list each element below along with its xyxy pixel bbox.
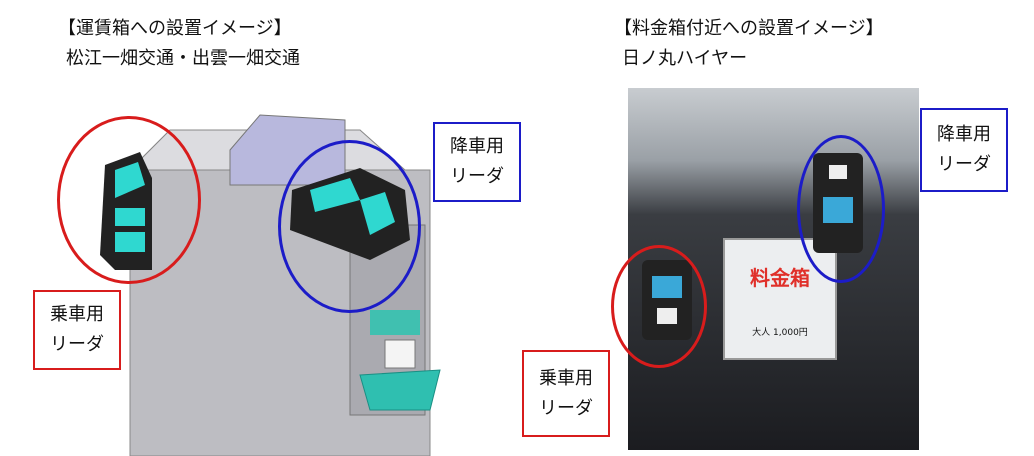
right-boarding-reader-label: 乗車用 リーダ bbox=[522, 350, 610, 437]
label-line: 乗車用 bbox=[50, 304, 104, 325]
label-line: リーダ bbox=[50, 334, 104, 355]
left-alighting-reader-label: 降車用 リーダ bbox=[433, 122, 521, 202]
left-subtitle: 松江一畑交通・出雲一畑交通 bbox=[66, 48, 300, 69]
photo-boarding-highlight bbox=[611, 245, 707, 368]
alighting-reader-highlight bbox=[278, 140, 421, 313]
label-line: リーダ bbox=[539, 397, 593, 419]
label-line: 降車用 bbox=[937, 124, 991, 145]
right-title: 【料金箱付近への設置イメージ】 bbox=[614, 18, 884, 39]
right-alighting-reader-label: 降車用 リーダ bbox=[920, 108, 1008, 192]
right-subtitle: 日ノ丸ハイヤー bbox=[622, 48, 748, 69]
fare-box-sign: 料金箱 bbox=[750, 266, 810, 290]
left-title: 【運賃箱への設置イメージ】 bbox=[58, 18, 292, 39]
label-line: 降車用 bbox=[450, 136, 504, 157]
fare-box-fare: 大人 1,000円 bbox=[752, 328, 808, 338]
label-line: 乗車用 bbox=[539, 367, 593, 389]
label-line: リーダ bbox=[450, 166, 504, 187]
photo-alighting-highlight bbox=[797, 135, 885, 283]
left-boarding-reader-label: 乗車用 リーダ bbox=[33, 290, 121, 370]
boarding-reader-highlight bbox=[57, 116, 201, 284]
label-line: リーダ bbox=[937, 154, 991, 175]
